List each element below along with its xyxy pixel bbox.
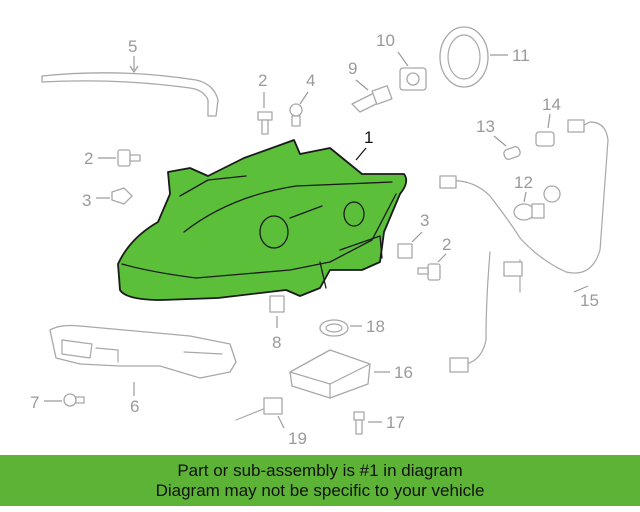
- part-18-seal-ring[interactable]: [319, 319, 349, 337]
- part-15-wiring-harness[interactable]: [439, 119, 609, 373]
- callout-7: 7: [30, 393, 39, 412]
- info-banner: Part or sub-assembly is #1 in diagram Di…: [0, 455, 640, 506]
- callout-2-left: 2: [84, 149, 93, 168]
- part-1-headlamp-assembly[interactable]: [117, 139, 408, 301]
- banner-line-2: Diagram may not be specific to your vehi…: [155, 481, 485, 500]
- part-3-nut-right[interactable]: [397, 243, 413, 259]
- part-14-socket[interactable]: [535, 131, 555, 147]
- banner-line-1: Part or sub-assembly is #1 in diagram: [177, 461, 463, 480]
- part-5-trim-strip[interactable]: [41, 72, 219, 117]
- callout-19: 19: [288, 429, 307, 448]
- part-17-bolt[interactable]: [353, 411, 365, 435]
- part-11-cap[interactable]: [439, 26, 489, 88]
- callout-16: 16: [394, 363, 413, 382]
- callout-2-right: 2: [442, 235, 451, 254]
- callout-2-top: 2: [258, 71, 267, 90]
- callout-17: 17: [386, 413, 405, 432]
- callout-3-left: 3: [82, 191, 91, 210]
- callout-13: 13: [476, 117, 495, 136]
- callout-11: 11: [512, 46, 530, 65]
- part-6-bracket[interactable]: [49, 324, 237, 379]
- part-2-bolt-right[interactable]: [417, 263, 441, 281]
- callout-18: 18: [366, 317, 385, 336]
- callout-5: 5: [128, 37, 137, 56]
- callout-9: 9: [348, 59, 357, 78]
- part-16-control-module[interactable]: [289, 349, 371, 399]
- part-9-bulb[interactable]: [351, 85, 393, 113]
- callout-15: 15: [580, 291, 599, 310]
- callout-1: 1: [364, 128, 373, 147]
- callout-4: 4: [306, 71, 315, 90]
- part-8-clip[interactable]: [269, 295, 285, 313]
- part-13-bulb[interactable]: [503, 146, 521, 161]
- part-7-bolt[interactable]: [63, 393, 85, 407]
- part-4-clip[interactable]: [289, 103, 303, 127]
- part-2-bolt-top[interactable]: [257, 111, 273, 135]
- callout-12: 12: [514, 173, 533, 192]
- callout-6: 6: [130, 397, 139, 416]
- callout-14: 14: [542, 95, 561, 114]
- part-19-connector[interactable]: [235, 397, 283, 421]
- part-10-socket[interactable]: [399, 67, 427, 91]
- callout-3-right: 3: [420, 211, 429, 230]
- parts-diagram: 5 2 2 2 4 3 3: [30, 26, 609, 448]
- part-2-bolt-left[interactable]: [117, 149, 141, 167]
- part-3-nut-left[interactable]: [111, 187, 133, 205]
- callout-10: 10: [376, 31, 395, 50]
- callout-8: 8: [272, 333, 281, 352]
- part-12-bulb[interactable]: [513, 203, 545, 221]
